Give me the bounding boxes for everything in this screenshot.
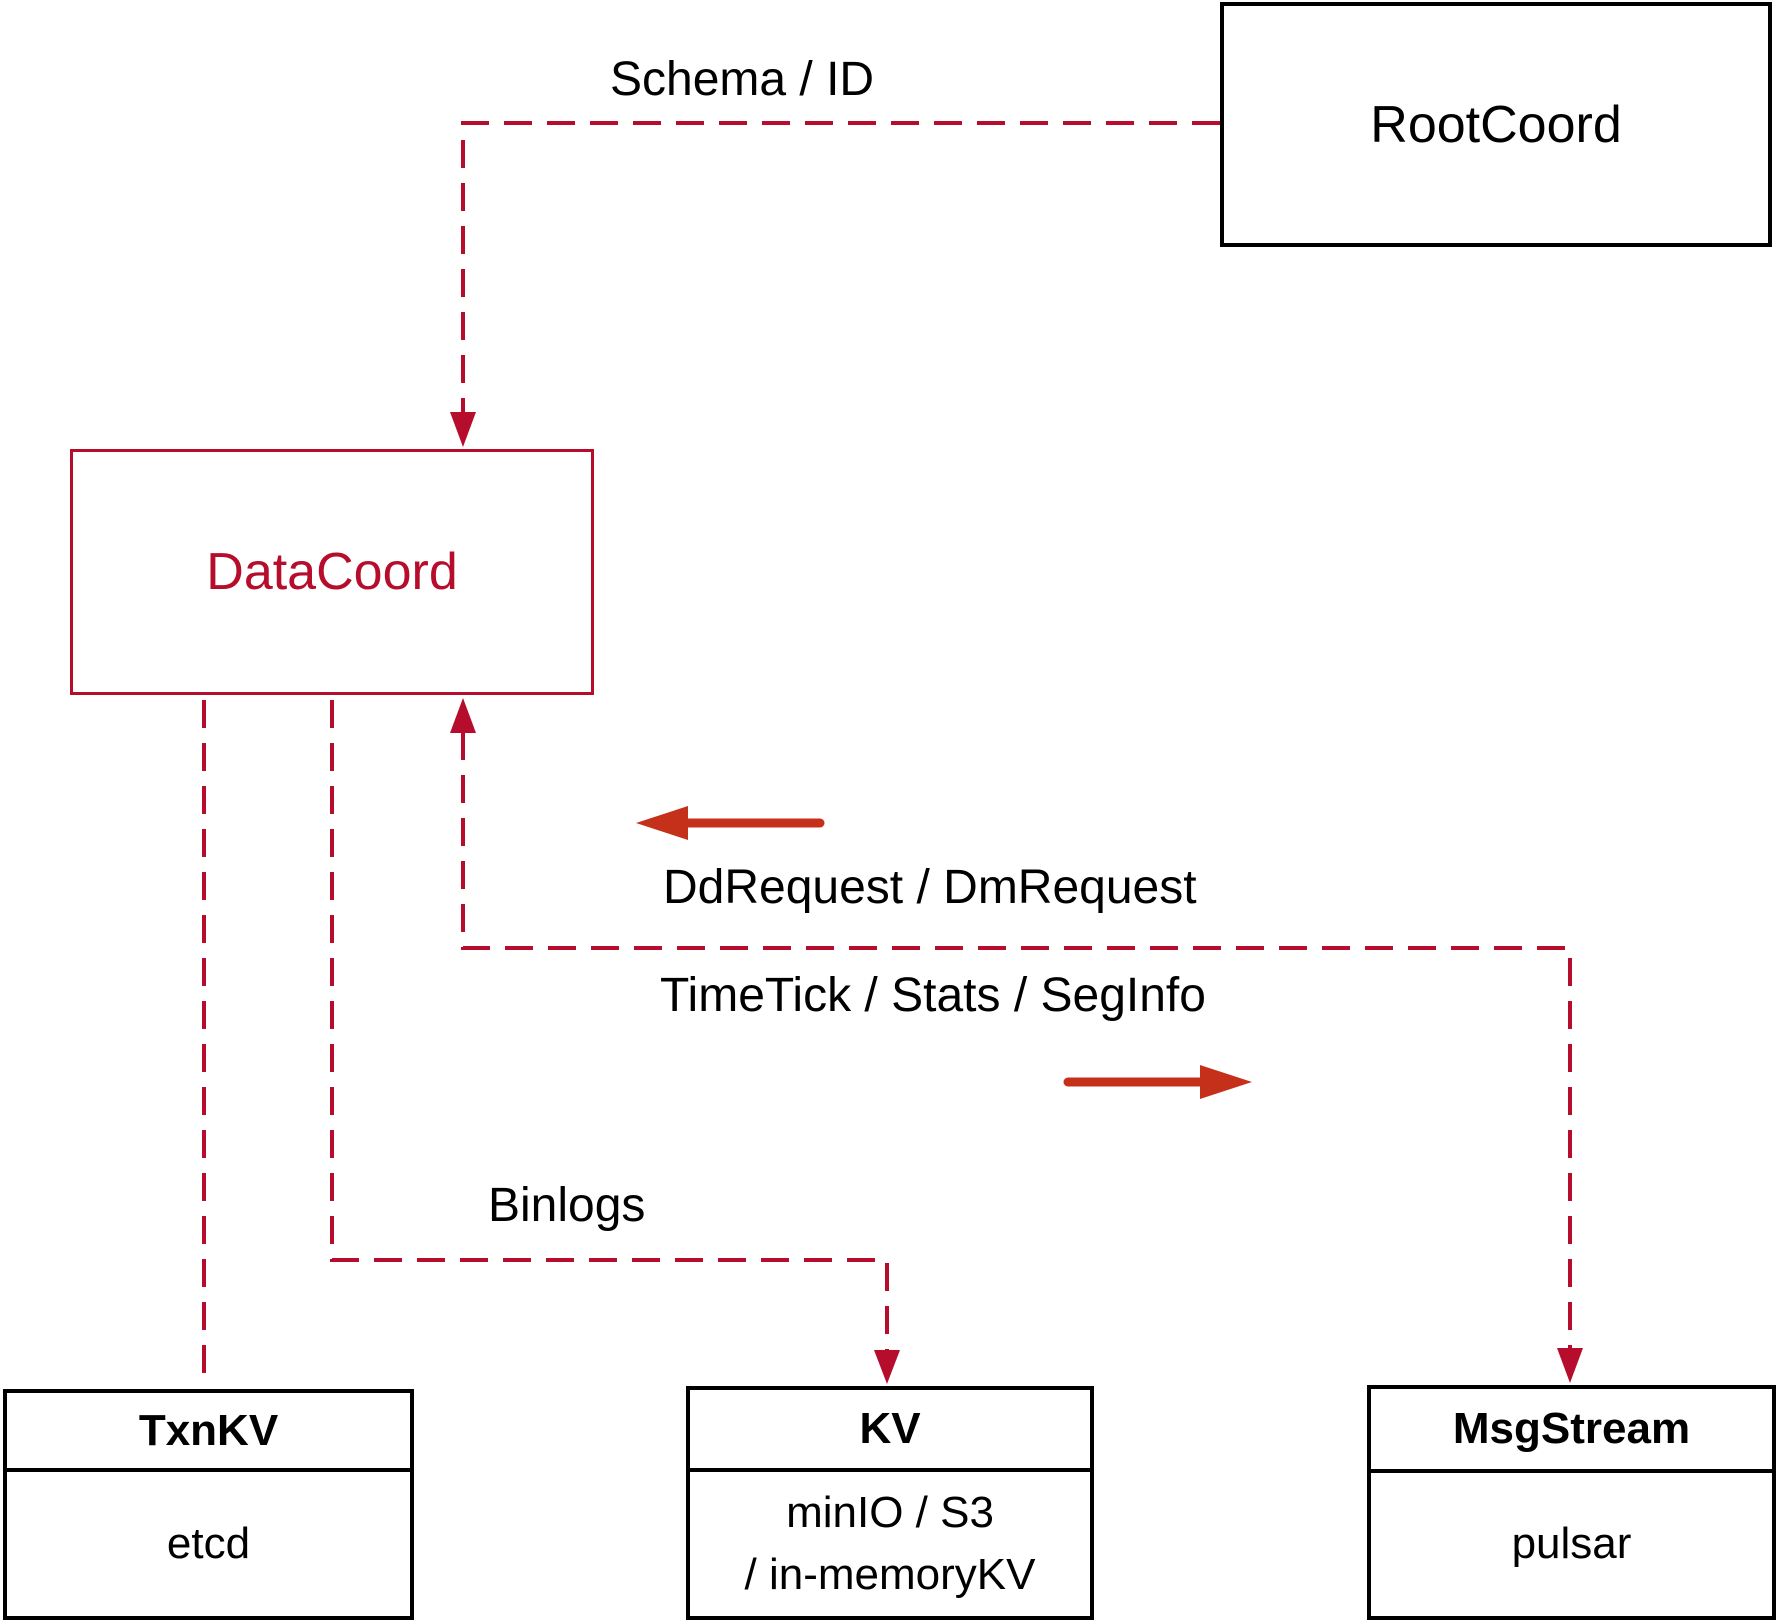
node-rootcoord-label: RootCoord [1370, 95, 1622, 154]
edge-schema-id-arrowhead [450, 412, 476, 447]
edge-ddrequest-timetick-line [461, 732, 1572, 1348]
node-kv-body-line1: minIO / S3 [786, 1487, 994, 1537]
node-kv-body-line2: / in-memoryKV [744, 1550, 1036, 1599]
edge-schema-id-line [461, 121, 1220, 414]
node-msgstream-body: pulsar [1511, 1519, 1632, 1569]
edge-binlogs-line [330, 700, 889, 1350]
node-txnkv-body-row: etcd [7, 1472, 410, 1616]
edge-label-schema-id: Schema / ID [610, 53, 875, 106]
node-kv-title: KV [859, 1404, 921, 1453]
node-kv: KV minIO / S3 / in-memoryKV [686, 1386, 1094, 1620]
node-txnkv-title-row: TxnKV [7, 1393, 410, 1472]
node-msgstream: MsgStream pulsar [1367, 1385, 1776, 1620]
right-direction-arrow-head [1200, 1065, 1252, 1099]
node-kv-title-row: KV [690, 1390, 1090, 1472]
node-datacoord: DataCoord [70, 449, 594, 695]
node-kv-body-row: minIO / S3 / in-memoryKV [690, 1472, 1090, 1616]
node-txnkv-title: TxnKV [138, 1405, 279, 1455]
edge-label-timetick: TimeTick / Stats / SegInfo [660, 969, 1206, 1022]
node-msgstream-title: MsgStream [1452, 1404, 1691, 1453]
edge-msgstream-arrowhead-down [1557, 1348, 1583, 1383]
node-txnkv: TxnKV etcd [3, 1389, 414, 1620]
edge-label-binlogs: Binlogs [488, 1179, 646, 1232]
node-datacoord-label: DataCoord [206, 543, 458, 601]
node-rootcoord: RootCoord [1220, 2, 1772, 247]
node-txnkv-body: etcd [166, 1518, 251, 1568]
node-msgstream-title-row: MsgStream [1371, 1389, 1772, 1473]
edge-binlogs-arrowhead [874, 1350, 900, 1384]
edge-label-ddrequest: DdRequest / DmRequest [663, 861, 1197, 914]
left-direction-arrow-head [636, 806, 688, 840]
edge-ddrequest-arrowhead-up [450, 698, 476, 733]
node-msgstream-body-row: pulsar [1371, 1473, 1772, 1616]
